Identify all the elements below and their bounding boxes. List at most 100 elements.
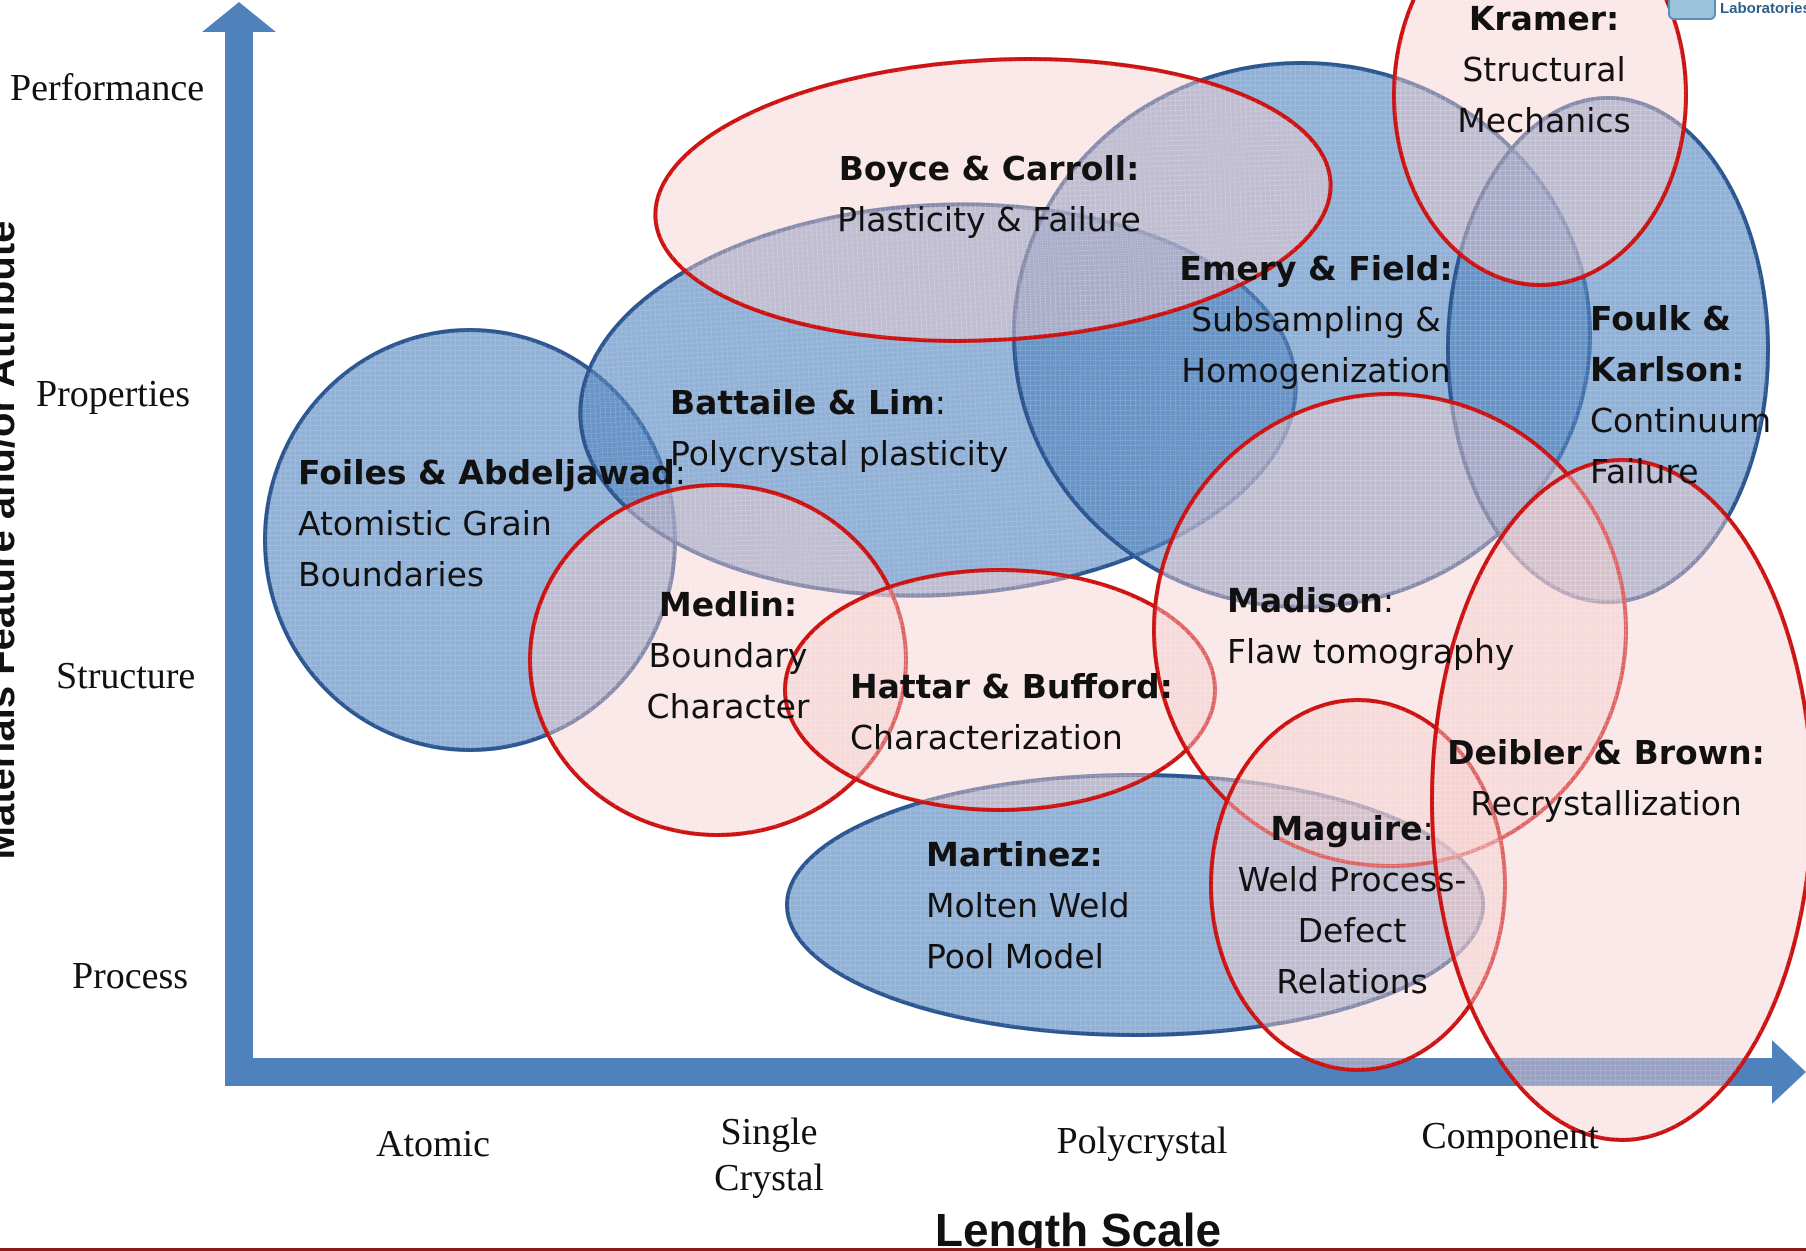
group-label-deibler-brown: Deibler & Brown: Recrystallization: [1447, 733, 1765, 823]
group-label-topic: Continuum: [1590, 401, 1771, 440]
sandia-logo: Laboratories: [1668, 0, 1806, 26]
group-label-line: Kramer:: [1469, 0, 1619, 38]
x-level-line: Component: [1421, 1115, 1599, 1157]
group-label-line: Martinez:: [926, 835, 1103, 874]
group-label-line: Maguire:: [1270, 809, 1433, 848]
group-label-topic: Characterization: [850, 718, 1123, 757]
x-level-label: Polycrystal: [1057, 1120, 1228, 1162]
group-label-topic: Defect: [1298, 911, 1407, 950]
group-label-line: Deibler & Brown:: [1447, 733, 1765, 772]
y-level-process: Process: [72, 955, 188, 997]
group-label-line: Relations: [1276, 962, 1428, 1001]
y-level-structure: Structure: [56, 655, 195, 697]
group-label-hattar-bufford: Hattar & Bufford: Characterization: [850, 667, 1173, 757]
group-label-topic: Structural: [1462, 50, 1625, 89]
group-label-line: Foiles & Abdeljawad:: [298, 453, 686, 492]
group-label-line: Medlin:: [659, 585, 797, 624]
x-level-line: Atomic: [376, 1123, 490, 1165]
group-label-line: Continuum: [1590, 401, 1771, 440]
group-label-topic: Plasticity & Failure: [837, 200, 1141, 239]
x-level-label: Atomic: [376, 1123, 490, 1165]
x-axis-arrowhead: [1772, 1040, 1806, 1104]
y-level-properties: Properties: [36, 373, 190, 415]
group-label-emery-field: Emery & Field: Subsampling & Homogenizatio…: [1179, 249, 1452, 390]
group-label-line: Boundary: [649, 636, 808, 675]
group-label-line: Atomistic Grain: [298, 504, 552, 543]
y-level-performance: Performance: [10, 67, 204, 109]
group-label-name: Boyce & Carroll:: [839, 149, 1140, 188]
group-label-line: Karlson:: [1590, 350, 1744, 389]
y-axis-title: Materials Feature and/or Attribute: [0, 221, 23, 860]
group-label-name: Hattar & Bufford:: [850, 667, 1173, 706]
group-label-line: Plasticity & Failure: [837, 200, 1141, 239]
x-level-label: Component: [1421, 1115, 1599, 1157]
group-label-topic: Mechanics: [1457, 101, 1630, 140]
ellipse-texture-kramer: [1394, 0, 1686, 285]
group-label-name: Battaile & Lim: [670, 383, 935, 422]
group-label-line: Character: [647, 687, 810, 726]
group-label-line: Weld Process-: [1238, 860, 1467, 899]
group-label-line: Subsampling &: [1191, 300, 1441, 339]
x-level-line: Crystal: [714, 1157, 824, 1199]
group-label-line: Emery & Field:: [1179, 249, 1452, 288]
group-label-line: Mechanics: [1457, 101, 1630, 140]
group-label-topic: Boundary: [649, 636, 808, 675]
group-label-line: Defect: [1298, 911, 1407, 950]
group-label-suffix: :: [1423, 809, 1434, 848]
group-label-name: Foiles & Abdeljawad: [298, 453, 675, 492]
group-label-battaile-lim: Battaile & Lim:Polycrystal plasticity: [670, 383, 1008, 473]
group-label-suffix: :: [935, 383, 946, 422]
group-label-madison: Madison: Flaw tomography: [1227, 581, 1514, 671]
logo-icon: [1668, 0, 1716, 20]
logo-text: Laboratories: [1720, 0, 1806, 17]
group-label-topic: Character: [647, 687, 810, 726]
group-label-name: Kramer:: [1469, 0, 1619, 38]
group-label-topic: Pool Model: [926, 937, 1104, 976]
group-label-suffix: :: [1383, 581, 1394, 620]
group-label-topic: Atomistic Grain: [298, 504, 552, 543]
group-label-topic: Recrystallization: [1470, 784, 1742, 823]
ellipse-kramer: [1392, 0, 1688, 287]
group-label-topic: Flaw tomography: [1227, 632, 1514, 671]
group-label-line: Hattar & Bufford:: [850, 667, 1173, 706]
group-label-line: Pool Model: [926, 937, 1104, 976]
ellipse-hattar-bufford: [783, 568, 1217, 812]
group-label-line: Homogenization: [1181, 351, 1450, 390]
group-label-topic: Failure: [1590, 452, 1699, 491]
group-label-line: Structural: [1462, 50, 1625, 89]
y-axis-levels: Performance Properties Structure Process: [10, 67, 204, 997]
group-label-line: Battaile & Lim:: [670, 383, 946, 422]
ellipse-boyce-carroll: [653, 57, 1333, 343]
group-label-topic: Molten Weld: [926, 886, 1130, 925]
group-label-name: Martinez:: [926, 835, 1103, 874]
bottom-rule: [0, 1248, 1806, 1251]
group-label-topic: Homogenization: [1181, 351, 1450, 390]
group-label-line: Characterization: [850, 718, 1123, 757]
x-level-line: Polycrystal: [1057, 1120, 1228, 1162]
group-label-line: Recrystallization: [1470, 784, 1742, 823]
group-label-topic: Boundaries: [298, 555, 484, 594]
group-label-name: Madison: [1227, 581, 1383, 620]
group-label-line: Failure: [1590, 452, 1699, 491]
y-axis-arrowhead: [202, 2, 276, 32]
group-label-line: Flaw tomography: [1227, 632, 1514, 671]
group-label-name: Foulk &: [1590, 299, 1731, 338]
ellipse-texture-boyce-carroll: [655, 59, 1331, 341]
x-axis-title: Length Scale: [935, 1204, 1221, 1251]
group-label-line: Boundaries: [298, 555, 484, 594]
group-label-line: Molten Weld: [926, 886, 1130, 925]
group-label-name: Deibler & Brown:: [1447, 733, 1765, 772]
group-label-line: Madison:: [1227, 581, 1394, 620]
group-label-topic: Weld Process-: [1238, 860, 1467, 899]
group-label-boyce-carroll: Boyce & Carroll: Plasticity & Failure: [837, 149, 1141, 239]
group-label-line: Foulk &: [1590, 299, 1731, 338]
x-level-line: Single: [720, 1111, 817, 1153]
group-label-line: Boyce & Carroll:: [839, 149, 1140, 188]
